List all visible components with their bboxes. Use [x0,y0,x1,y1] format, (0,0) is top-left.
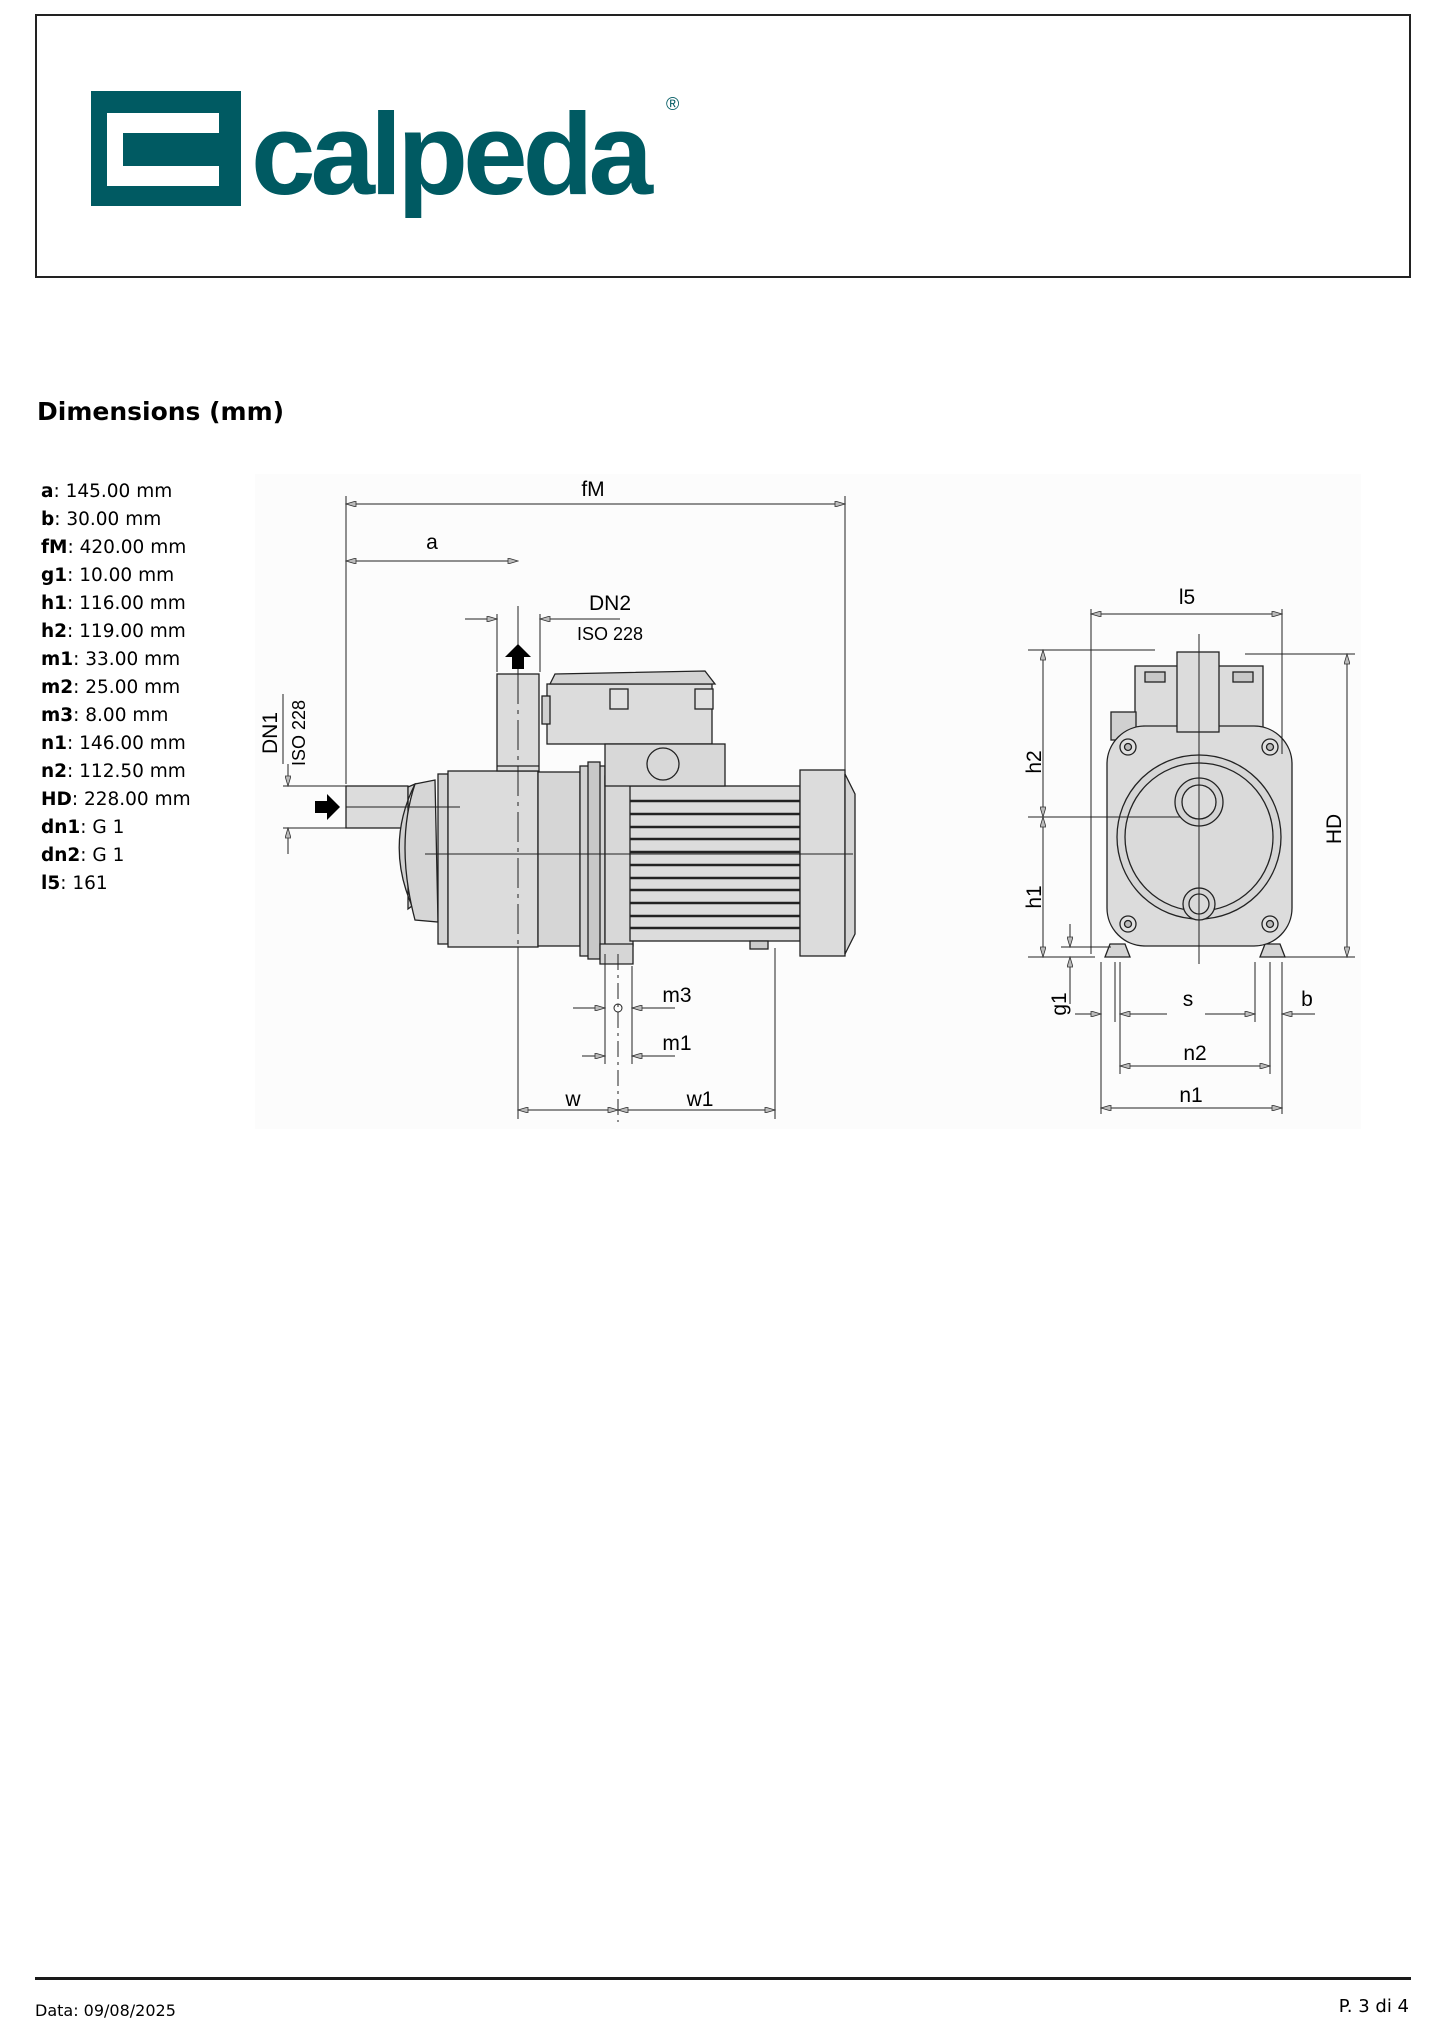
dimension-item: g1: 10.00 mm [41,565,175,586]
page-number: P. 3 di 4 [1338,1996,1409,2017]
dimension-item: dn1: G 1 [41,817,125,838]
label-a: a [426,531,438,554]
label-fM: fM [581,478,604,501]
registered-mark: ® [666,94,679,114]
dimension-item: m2: 25.00 mm [41,677,181,698]
label-l5: l5 [1179,586,1195,609]
dimension-item: HD: 228.00 mm [41,789,191,810]
label-m1: m1 [662,1032,691,1055]
dimension-item: n1: 146.00 mm [41,733,186,754]
label-n1: n1 [1179,1084,1202,1107]
discharge-flow-arrow-icon [505,644,531,669]
suction-flow-arrow-icon [315,794,340,820]
dimension-item: h1: 116.00 mm [41,593,186,614]
label-h2: h2 [1023,750,1046,773]
pump-dimension-drawing: fM a DN2 ISO 228 DN1 ISO 228 m3 m1 w w1 [255,474,1361,1129]
dimension-item: h2: 119.00 mm [41,621,186,642]
label-m3: m3 [662,984,691,1007]
label-HD: HD [1323,814,1346,844]
label-DN2-standard: ISO 228 [577,624,643,644]
label-w1: w1 [686,1088,714,1111]
dimension-list: a: 145.00 mm b: 30.00 mm fM: 420.00 mm g… [41,478,191,898]
front-discharge-pipe [1176,651,1220,733]
label-DN2: DN2 [589,592,631,615]
brand-wordmark: calpeda [251,90,654,219]
dimension-item: b: 30.00 mm [41,509,162,530]
label-n2: n2 [1183,1042,1206,1065]
label-w: w [564,1088,581,1111]
label-s: s [1183,988,1194,1011]
dimension-item: fM: 420.00 mm [41,537,187,558]
dimension-item: m1: 33.00 mm [41,649,181,670]
label-DN1-standard: ISO 228 [289,700,309,766]
dimension-item: a: 145.00 mm [41,481,173,502]
dimension-item: dn2: G 1 [41,845,125,866]
label-b: b [1301,988,1313,1011]
terminal-box [546,683,713,745]
dimension-item: n2: 112.50 mm [41,761,186,782]
dimension-item: l5: 161 [41,873,108,894]
calpeda-logo: calpeda ® [91,90,679,219]
motor-body [629,785,801,942]
section-title: Dimensions (mm) [37,397,285,426]
pump-body [447,770,539,948]
footer-date: Data: 09/08/2025 [35,2001,176,2020]
side-view [345,670,856,965]
label-h1: h1 [1023,885,1046,908]
label-g1: g1 [1048,992,1071,1015]
fan-cover [799,769,846,957]
dimension-item: m3: 8.00 mm [41,705,169,726]
label-DN1: DN1 [259,712,282,754]
footer-divider [35,1977,1411,1980]
header-box: calpeda ® [35,14,1411,278]
